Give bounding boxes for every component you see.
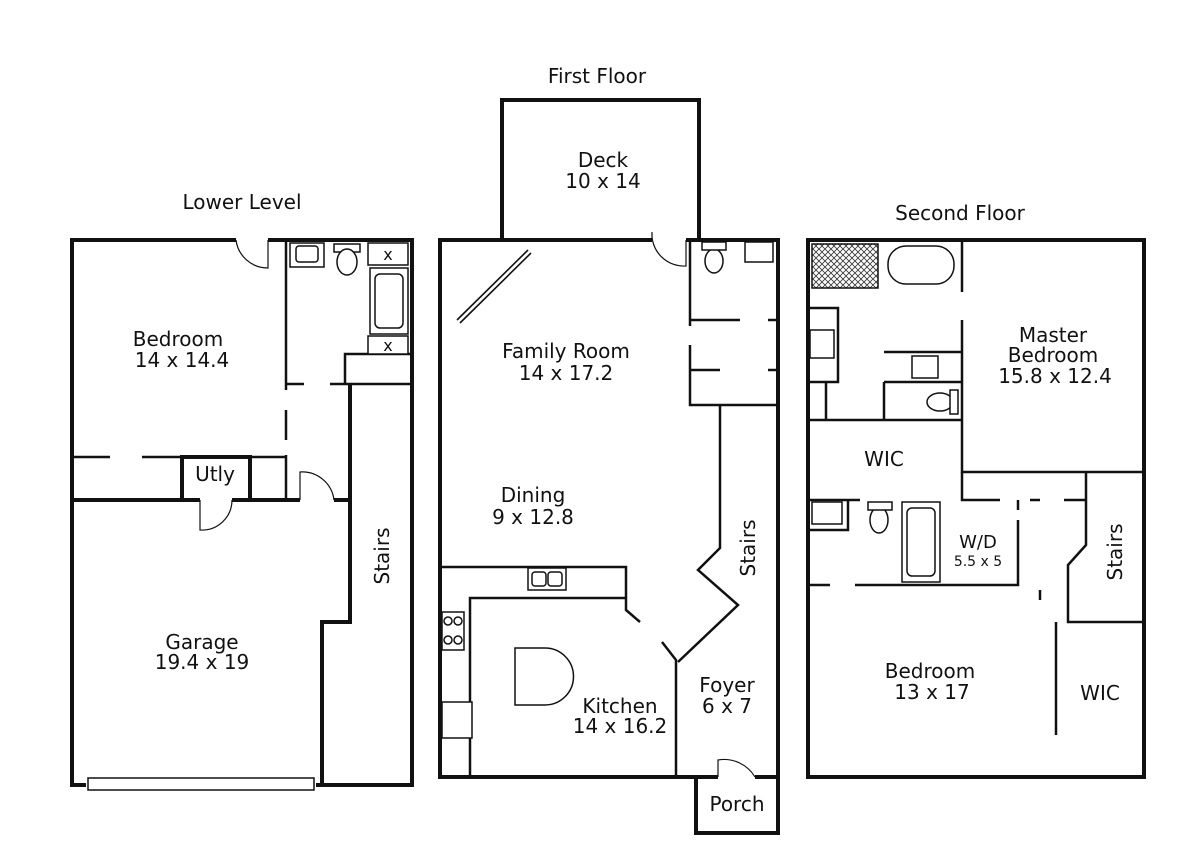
porch-wall: [694, 777, 780, 835]
first-stairs-label: Stairs: [736, 520, 760, 577]
kitchen-sink-basin-2: [547, 571, 563, 587]
lower-stairs-wall: [320, 384, 352, 785]
utility-room-wall: [180, 455, 252, 500]
wic-label: WIC: [864, 447, 904, 471]
dining-name: Dining: [501, 483, 566, 507]
lower-bedroom-size: 14 x 14.4: [135, 348, 230, 372]
first-floor-outer-wall: [438, 238, 780, 779]
garage-name: Garage: [165, 630, 238, 654]
master-bedroom-line2: Bedroom: [1008, 343, 1098, 367]
porch-label: Porch: [709, 792, 764, 816]
master-sink-2: [911, 355, 939, 379]
master-bedroom-line1: Master: [1019, 323, 1088, 347]
lower-level-outer-wall: [70, 238, 414, 787]
master-sink-1: [809, 329, 835, 359]
lower-mark-1: x: [383, 245, 392, 264]
burner-3: [443, 635, 453, 645]
foyer-name: Foyer: [699, 673, 755, 697]
master-bedroom-size: 15.8 x 12.4: [998, 364, 1112, 388]
first-floor-title: First Floor: [548, 64, 647, 88]
hall-toilet: [869, 506, 889, 534]
first-toilet: [704, 248, 724, 274]
second-bedroom-size: 13 x 17: [894, 680, 969, 704]
kitchen-island: [514, 647, 575, 706]
kitchen-sink-basin-1: [531, 571, 547, 587]
master-tub: [887, 245, 955, 285]
hall-sink: [811, 501, 843, 525]
lower-bedroom-name: Bedroom: [133, 327, 223, 351]
kitchen-name: Kitchen: [582, 694, 657, 718]
sliding-glass-door: [456, 249, 532, 324]
wic2-label: WIC: [1080, 681, 1120, 705]
lower-level-plan: Lower Level x x Bedroom 14 x 14.4: [70, 190, 414, 791]
foyer-size: 6 x 7: [702, 694, 752, 718]
hall-bath-wall: [808, 500, 1020, 587]
front-door: [717, 758, 756, 778]
lower-stairs-label: Stairs: [370, 528, 394, 585]
refrigerator: [441, 701, 473, 739]
wd-size: 5.5 x 5: [954, 554, 1002, 570]
lower-level-title: Lower Level: [182, 190, 301, 214]
garage-side-door: [299, 471, 335, 501]
first-sink: [744, 241, 774, 263]
lower-shelf-1: [367, 242, 409, 266]
first-toilet-tank: [701, 241, 727, 251]
deck-name: Deck: [578, 148, 629, 172]
deck-size: 10 x 14: [565, 169, 640, 193]
second-stairs-label: Stairs: [1103, 524, 1127, 581]
lower-shelf-2: [367, 335, 409, 355]
powder-room-wall: [688, 240, 778, 407]
burner-2: [453, 616, 463, 626]
garage-size: 19.4 x 19: [155, 650, 250, 674]
dining-size: 9 x 12.8: [492, 505, 574, 529]
utility-label: Utly: [195, 462, 235, 486]
second-floor-title: Second Floor: [895, 201, 1025, 225]
lower-tub-inner: [374, 273, 404, 329]
deck-wall: [500, 98, 701, 240]
first-stairs-wall: [677, 405, 740, 663]
garage-door: [87, 777, 315, 791]
lower-toilet: [336, 248, 358, 276]
lower-mark-2: x: [383, 336, 392, 355]
family-room-size: 14 x 17.2: [519, 361, 614, 385]
lower-bath-wall: [284, 240, 412, 390]
first-floor-plan: First Floor Deck 10 x 14 Stairs: [438, 64, 780, 835]
utility-door: [199, 499, 233, 531]
hall-toilet-tank: [867, 501, 893, 511]
lower-entry-door: [235, 239, 269, 269]
second-stairs-wall: [1038, 472, 1144, 735]
family-room-name: Family Room: [502, 339, 630, 363]
master-toilet: [926, 392, 954, 412]
shower-tile: [811, 243, 879, 289]
burner-1: [443, 616, 453, 626]
deck-door: [651, 231, 687, 267]
second-floor-outer-wall: [806, 238, 1146, 779]
kitchen-size: 14 x 16.2: [573, 714, 668, 738]
lower-sink-basin: [295, 245, 319, 263]
master-wc-wall: [808, 350, 962, 422]
hall-tub-inner: [906, 507, 936, 577]
master-toilet-tank: [949, 389, 959, 415]
burner-4: [453, 635, 463, 645]
wd-name: W/D: [959, 532, 997, 553]
foyer-wall: [661, 641, 678, 777]
wic-wall: [808, 472, 1086, 502]
second-bedroom-name: Bedroom: [885, 659, 975, 683]
second-floor-plan: Second Floor WIC Stairs Master Bedroom 1…: [806, 201, 1146, 779]
